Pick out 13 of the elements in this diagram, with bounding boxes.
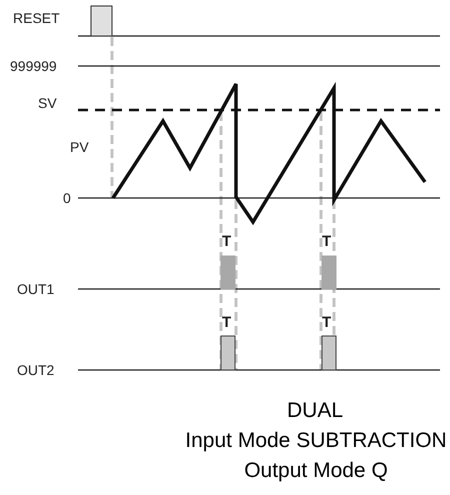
timer-label: T <box>222 234 232 250</box>
signal-label: OUT2 <box>17 362 54 378</box>
signal-label: RESET <box>13 10 60 26</box>
signal-label: OUT1 <box>17 281 54 297</box>
title: DUAL <box>286 398 344 424</box>
axis-label: SV <box>38 95 57 111</box>
timer-label: T <box>222 315 232 331</box>
caption: Input Mode SUBTRACTION Output Mode Q <box>184 428 448 484</box>
timer-label: T <box>322 315 332 331</box>
axis-label: 0 <box>63 190 71 206</box>
timer-label: T <box>322 234 332 250</box>
axis-label: PV <box>70 139 89 155</box>
axis-label: 999999 <box>10 58 57 74</box>
